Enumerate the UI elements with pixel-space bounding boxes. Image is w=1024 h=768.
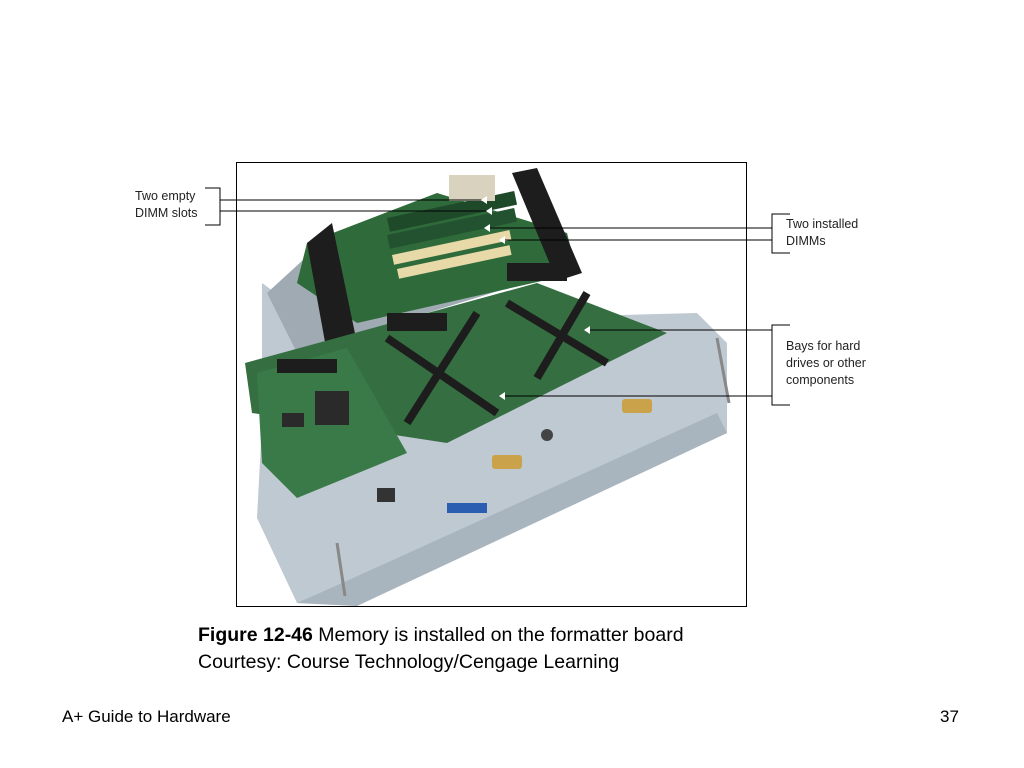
figure-frame [236, 162, 747, 607]
dimm-slot [397, 245, 512, 279]
bay-connector [387, 313, 447, 331]
callout-bays: Bays for hard drives or other components [786, 338, 866, 389]
memory-board [297, 193, 577, 323]
round-port [541, 429, 553, 441]
footer-title: A+ Guide to Hardware [62, 707, 231, 726]
parallel-port [622, 399, 652, 413]
rj45-port [377, 488, 395, 502]
formatter-board-photo-icon [245, 168, 731, 606]
dimm-module [387, 207, 518, 249]
caption-courtesy: Courtesy: Course Technology/Cengage Lear… [198, 651, 620, 673]
caption-line: Figure 12-46 Memory is installed on the … [198, 622, 684, 649]
drive-bays [384, 290, 610, 426]
bay-connector [507, 263, 567, 281]
screw [335, 542, 347, 597]
callout-empty-dimm-slots: Two empty DIMM slots [135, 188, 198, 222]
callout-installed-dimms: Two installed DIMMs [786, 216, 858, 250]
label-sticker [447, 503, 487, 513]
caption-text: Memory is installed on the formatter boa… [312, 624, 684, 646]
screw [715, 337, 731, 404]
page-number: 37 [940, 707, 959, 726]
caption-label: Figure 12-46 [198, 624, 313, 646]
chip [282, 413, 304, 427]
dimm-slot [391, 230, 512, 265]
chassis-edge [297, 413, 727, 606]
serial-port [492, 455, 522, 469]
figure-caption: Figure 12-46 Memory is installed on the … [198, 622, 684, 676]
left-bracket [307, 223, 357, 353]
callout-empty-dimm-slots-text: Two empty DIMM slots [135, 189, 198, 220]
top-connector [449, 175, 495, 201]
callout-installed-dimms-text: Two installed DIMMs [786, 217, 859, 248]
chip [315, 391, 349, 425]
right-bracket [512, 168, 582, 281]
callout-bays-text: Bays for hard drives or other components [786, 339, 866, 387]
chip-connector [277, 359, 337, 373]
